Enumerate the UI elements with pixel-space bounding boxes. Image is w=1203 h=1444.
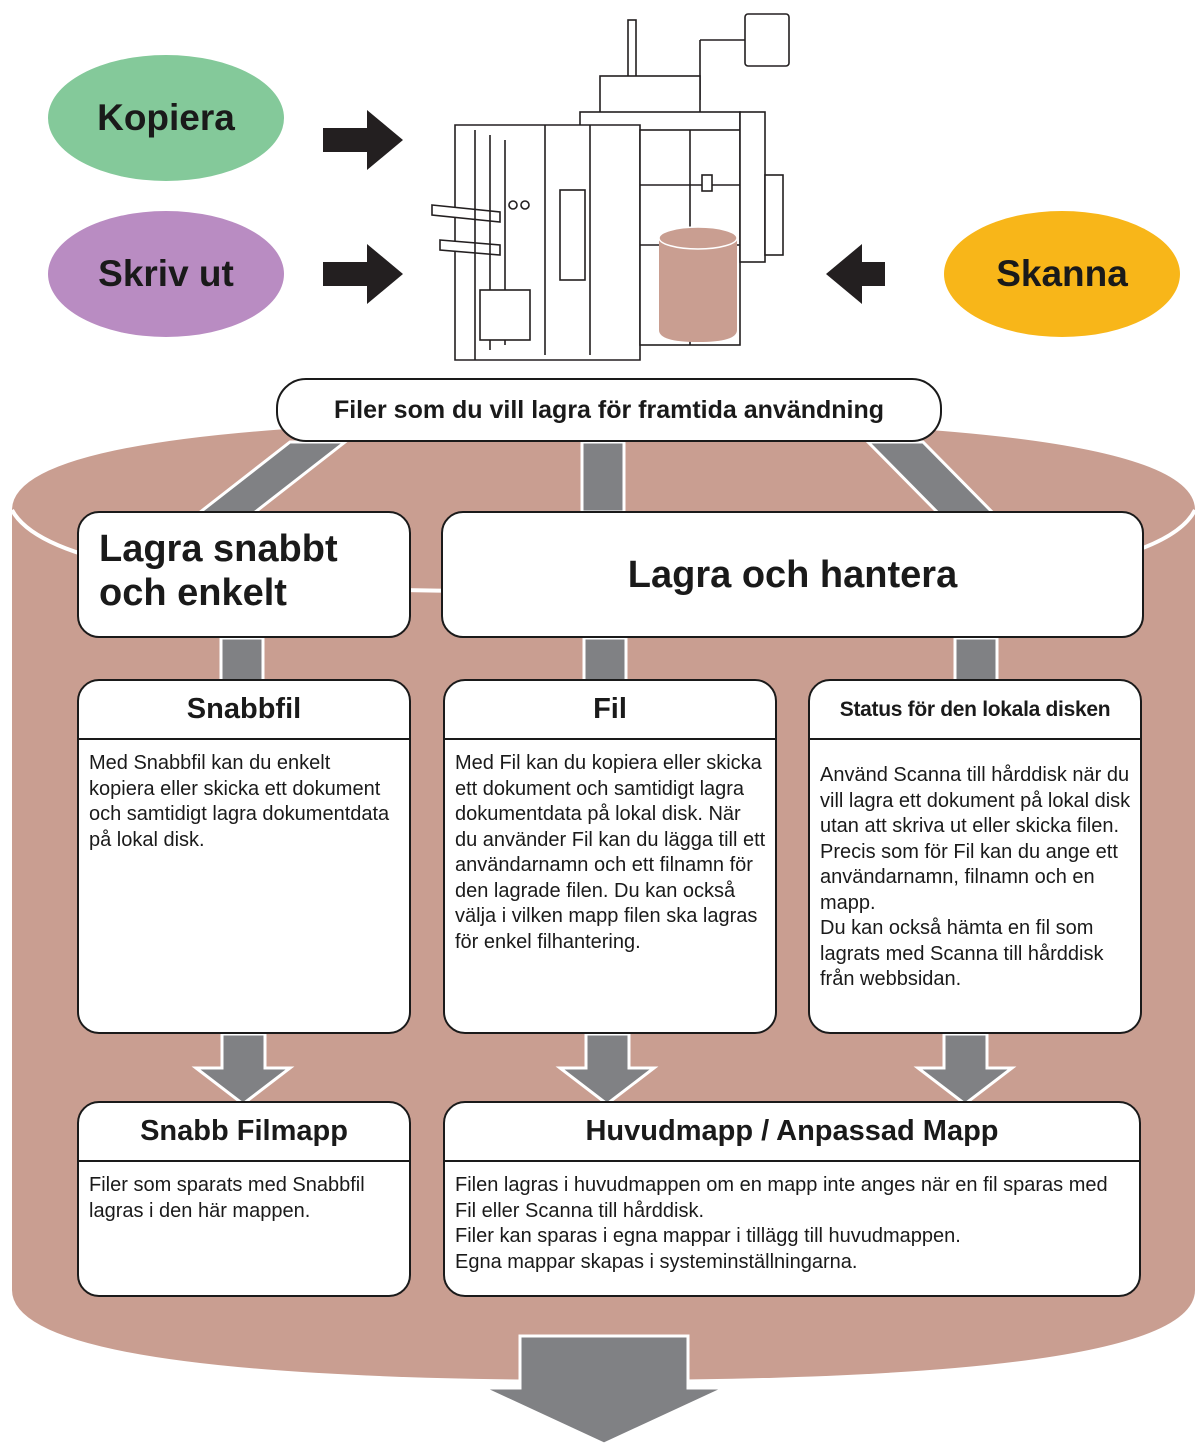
scan-oval: Skanna <box>944 211 1180 337</box>
copy-label: Kopiera <box>97 97 235 138</box>
folder-quick-title: Snabb Filmapp <box>79 1103 409 1162</box>
down-arrows <box>191 1032 1017 1444</box>
group-manage-label: Lagra och hantera <box>627 553 958 596</box>
folder-quick: Snabb Filmapp Filer som sparats med Snab… <box>77 1101 411 1297</box>
copy-oval: Kopiera <box>48 55 284 181</box>
card-disk-status-title: Status för den lokala disken <box>810 681 1140 740</box>
card-quick-file: Snabbfil Med Snabbfil kan du enkelt kopi… <box>77 679 411 1034</box>
card-file: Fil Med Fil kan du kopiera eller skicka … <box>443 679 777 1034</box>
print-oval: Skriv ut <box>48 211 284 337</box>
card-quick-file-text: Med Snabbfil kan du enkelt kopiera eller… <box>89 752 390 851</box>
connector-lines <box>185 440 1004 684</box>
group-manage: Lagra och hantera <box>441 511 1144 638</box>
storage-title-text: Filer som du vill lagra för framtida anv… <box>333 395 885 424</box>
group-quick: Lagra snabbt och enkelt <box>77 511 411 638</box>
card-file-text: Med Fil kan du kopiera eller skicka ett … <box>455 752 766 953</box>
card-disk-status-text: Använd Scanna till hårddisk när du vill … <box>820 764 1131 990</box>
folder-main-custom: Huvudmapp / Anpassad Mapp Filen lagras i… <box>443 1101 1141 1297</box>
input-arrows <box>323 110 885 304</box>
card-quick-file-title: Snabbfil <box>79 681 409 740</box>
storage-title: Filer som du vill lagra för framtida anv… <box>276 378 942 442</box>
folder-quick-text: Filer som sparats med Snabbfil lagras i … <box>89 1174 365 1222</box>
group-quick-label: Lagra snabbt och enkelt <box>99 528 338 614</box>
folder-main-custom-title: Huvudmapp / Anpassad Mapp <box>445 1103 1139 1162</box>
card-disk-status: Status för den lokala disken Använd Scan… <box>808 679 1142 1034</box>
print-label: Skriv ut <box>98 253 234 294</box>
folder-main-custom-text: Filen lagras i huvudmappen om en mapp in… <box>455 1174 1108 1273</box>
card-file-title: Fil <box>445 681 775 740</box>
scan-label: Skanna <box>996 253 1128 294</box>
hard-disk-icon <box>658 226 738 342</box>
